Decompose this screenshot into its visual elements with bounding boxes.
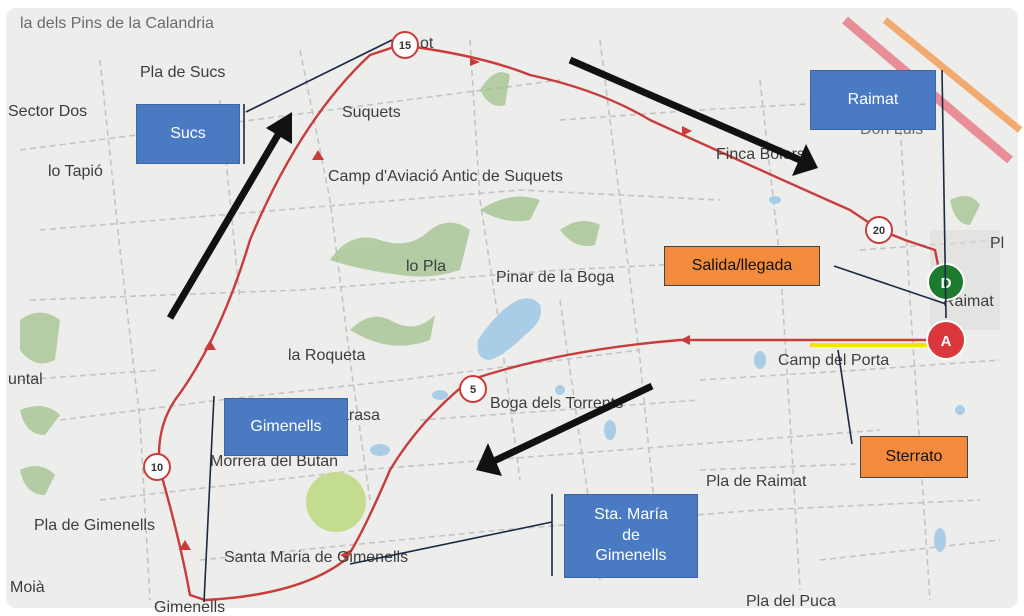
callout-sta-maria-line3: Gimenells bbox=[595, 547, 667, 565]
place-label: Pinar de la Boga bbox=[496, 269, 614, 286]
place-label: ot bbox=[420, 35, 434, 52]
km-markers: 15 20 10 5 bbox=[143, 31, 893, 481]
callout-leaders bbox=[203, 39, 947, 603]
route-line bbox=[157, 43, 947, 602]
callout-gimenells-label: Gimenells bbox=[250, 417, 322, 435]
green-field-circle bbox=[306, 472, 366, 532]
place-label: Pla de Sucs bbox=[140, 64, 225, 81]
km-marker-15: 15 bbox=[391, 31, 419, 59]
callout-sterrato: Sterrato bbox=[860, 436, 968, 478]
place-label: arasa bbox=[340, 407, 380, 424]
end-marker: A bbox=[926, 320, 966, 360]
callout-sterrato-label: Sterrato bbox=[885, 447, 943, 465]
callout-salida-label: Salida/llegada bbox=[691, 256, 793, 274]
callout-salida-llegada: Salida/llegada bbox=[664, 246, 820, 286]
vegetation bbox=[20, 72, 980, 495]
place-label: Pla de Raimat bbox=[706, 473, 807, 490]
place-label: Pla de Gimenells bbox=[34, 517, 155, 534]
place-label: la Roqueta bbox=[288, 347, 365, 364]
place-label: Suquets bbox=[342, 104, 401, 121]
place-label: lo Tapió bbox=[48, 163, 103, 180]
km-marker-5: 5 bbox=[459, 375, 487, 403]
place-label: Morrera del Butan bbox=[210, 453, 338, 470]
place-label: untal bbox=[8, 371, 43, 388]
svg-text:15: 15 bbox=[399, 40, 411, 52]
place-label: lo Pla bbox=[406, 258, 446, 275]
callout-sta-maria-line1: Sta. María bbox=[594, 505, 668, 523]
place-label: Gimenells bbox=[154, 599, 225, 616]
place-labels: la dels Pins de la Calandria Pla de Sucs… bbox=[8, 15, 1004, 616]
svg-text:A: A bbox=[941, 333, 952, 350]
km-marker-10: 10 bbox=[143, 453, 171, 481]
route-direction-arrows bbox=[179, 58, 692, 560]
place-label: Camp d'Aviació Antic de Suquets bbox=[328, 168, 563, 185]
direction-arrows bbox=[166, 56, 818, 476]
callout-sta-maria-line2: de bbox=[622, 526, 640, 544]
callout-raimat: Raimat bbox=[810, 70, 936, 130]
place-label: Moià bbox=[10, 579, 45, 596]
place-label: Pla del Puca bbox=[746, 593, 836, 610]
arrow-left-down-icon bbox=[476, 443, 502, 476]
callout-sta-maria: Sta. María de Gimenells bbox=[564, 494, 698, 578]
place-label: Sector Dos bbox=[8, 103, 87, 120]
svg-text:20: 20 bbox=[873, 225, 885, 237]
callout-sucs: Sucs bbox=[136, 104, 240, 164]
place-label: la dels Pins de la Calandria bbox=[20, 15, 214, 32]
place-label: Pl bbox=[990, 235, 1004, 252]
svg-text:5: 5 bbox=[470, 384, 476, 396]
svg-text:10: 10 bbox=[151, 462, 163, 474]
callout-raimat-label: Raimat bbox=[847, 90, 899, 108]
callout-sucs-label: Sucs bbox=[170, 124, 206, 142]
arrow-up-icon bbox=[266, 112, 292, 144]
place-label: Camp del Porta bbox=[778, 352, 889, 369]
place-label: Boga dels Torrents bbox=[490, 395, 623, 412]
arrow-right-down-icon bbox=[792, 144, 818, 176]
km-marker-20: 20 bbox=[865, 216, 893, 244]
callout-gimenells: Gimenells bbox=[224, 398, 348, 456]
